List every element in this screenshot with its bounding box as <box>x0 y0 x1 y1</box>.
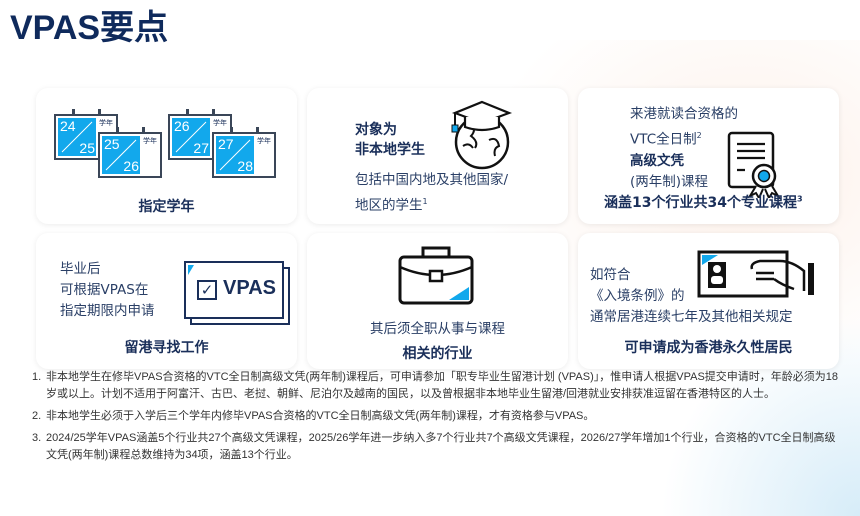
card-caption: 相关的行业 <box>402 346 473 362</box>
card-related-industry: 其后须全职从事与课程 相关的行业 <box>307 233 568 369</box>
graduate-globe-icon <box>451 100 513 170</box>
card-text: 如符合《入境条例》的通常居港连续七年及其他相关规定 <box>590 267 793 325</box>
calendar-label: 学年 <box>99 119 113 127</box>
card-stay-find-work: 毕业后可根据VPAS在指定期限内申请 ✓ VPAS 留港寻找工作 <box>36 233 297 369</box>
calendar-year-end: 26 <box>123 158 139 174</box>
card-caption: 留港寻找工作 <box>124 340 209 356</box>
briefcase-icon <box>398 246 474 305</box>
certificate-icon <box>727 131 781 198</box>
card-heading: 对象为非本地学生 <box>355 122 425 158</box>
card-caption: 可申请成为香港永久性居民 <box>624 340 793 356</box>
footnotes: 1.非本地学生在修毕VPAS合资格的VTC全日制高级文凭(两年制)课程后，可申请… <box>32 369 842 469</box>
footnote-item: 1.非本地学生在修毕VPAS合资格的VTC全日制高级文凭(两年制)课程后，可申请… <box>32 371 839 400</box>
page-title: VPAS要点 <box>10 9 169 47</box>
card-designated-year: 24 25 学年 25 26 学年 26 27 学年 27 28 学年 指定学年 <box>36 88 297 224</box>
calendar-page: 27 28 学年 <box>212 127 276 178</box>
calendar-year-start: 27 <box>218 136 234 152</box>
calendar-page: 25 26 学年 <box>98 127 162 178</box>
vpas-checkbox-icon: ✓ VPAS <box>184 261 292 327</box>
footnote-item: 3.2024/25学年VPAS涵盖5个行业共27个高级文凭课程，2025/26学… <box>32 432 836 461</box>
id-card-hand-icon <box>697 250 814 298</box>
footnote-item: 2.非本地学生必须于入学后三个学年内修毕VPAS合资格的VTC全日制高级文凭(两… <box>32 410 595 422</box>
card-target-students: 对象为非本地学生 包括中国内地及其他国家/地区的学生1 <box>307 88 568 224</box>
calendar-label: 学年 <box>143 137 157 145</box>
calendar-year-start: 25 <box>104 136 120 152</box>
calendar-year-start: 24 <box>60 118 76 134</box>
calendar-label: 学年 <box>257 137 271 145</box>
vpas-badge-text: VPAS <box>223 277 276 299</box>
calendar-icon: 24 25 学年 25 26 学年 26 27 学年 27 28 学年 <box>54 106 284 186</box>
card-caption: 涵盖13个行业共34个专业课程3 <box>604 194 803 211</box>
calendar-page: 26 27 学年 <box>168 109 232 160</box>
card-permanent-resident: 如符合《入境条例》的通常居港连续七年及其他相关规定 可申请成为香港永久性居民 <box>578 233 839 369</box>
card-description: 包括中国内地及其他国家/地区的学生1 <box>355 172 509 214</box>
calendar-label: 学年 <box>213 119 227 127</box>
card-text: 毕业后可根据VPAS在指定期限内申请 <box>60 261 155 319</box>
calendar-year-end: 25 <box>79 140 95 156</box>
calendar-year-start: 26 <box>174 118 190 134</box>
card-text: 其后须全职从事与课程 <box>370 321 505 337</box>
calendar-year-end: 27 <box>193 140 209 156</box>
card-caption: 指定学年 <box>138 199 195 215</box>
calendar-year-end: 28 <box>237 158 253 174</box>
